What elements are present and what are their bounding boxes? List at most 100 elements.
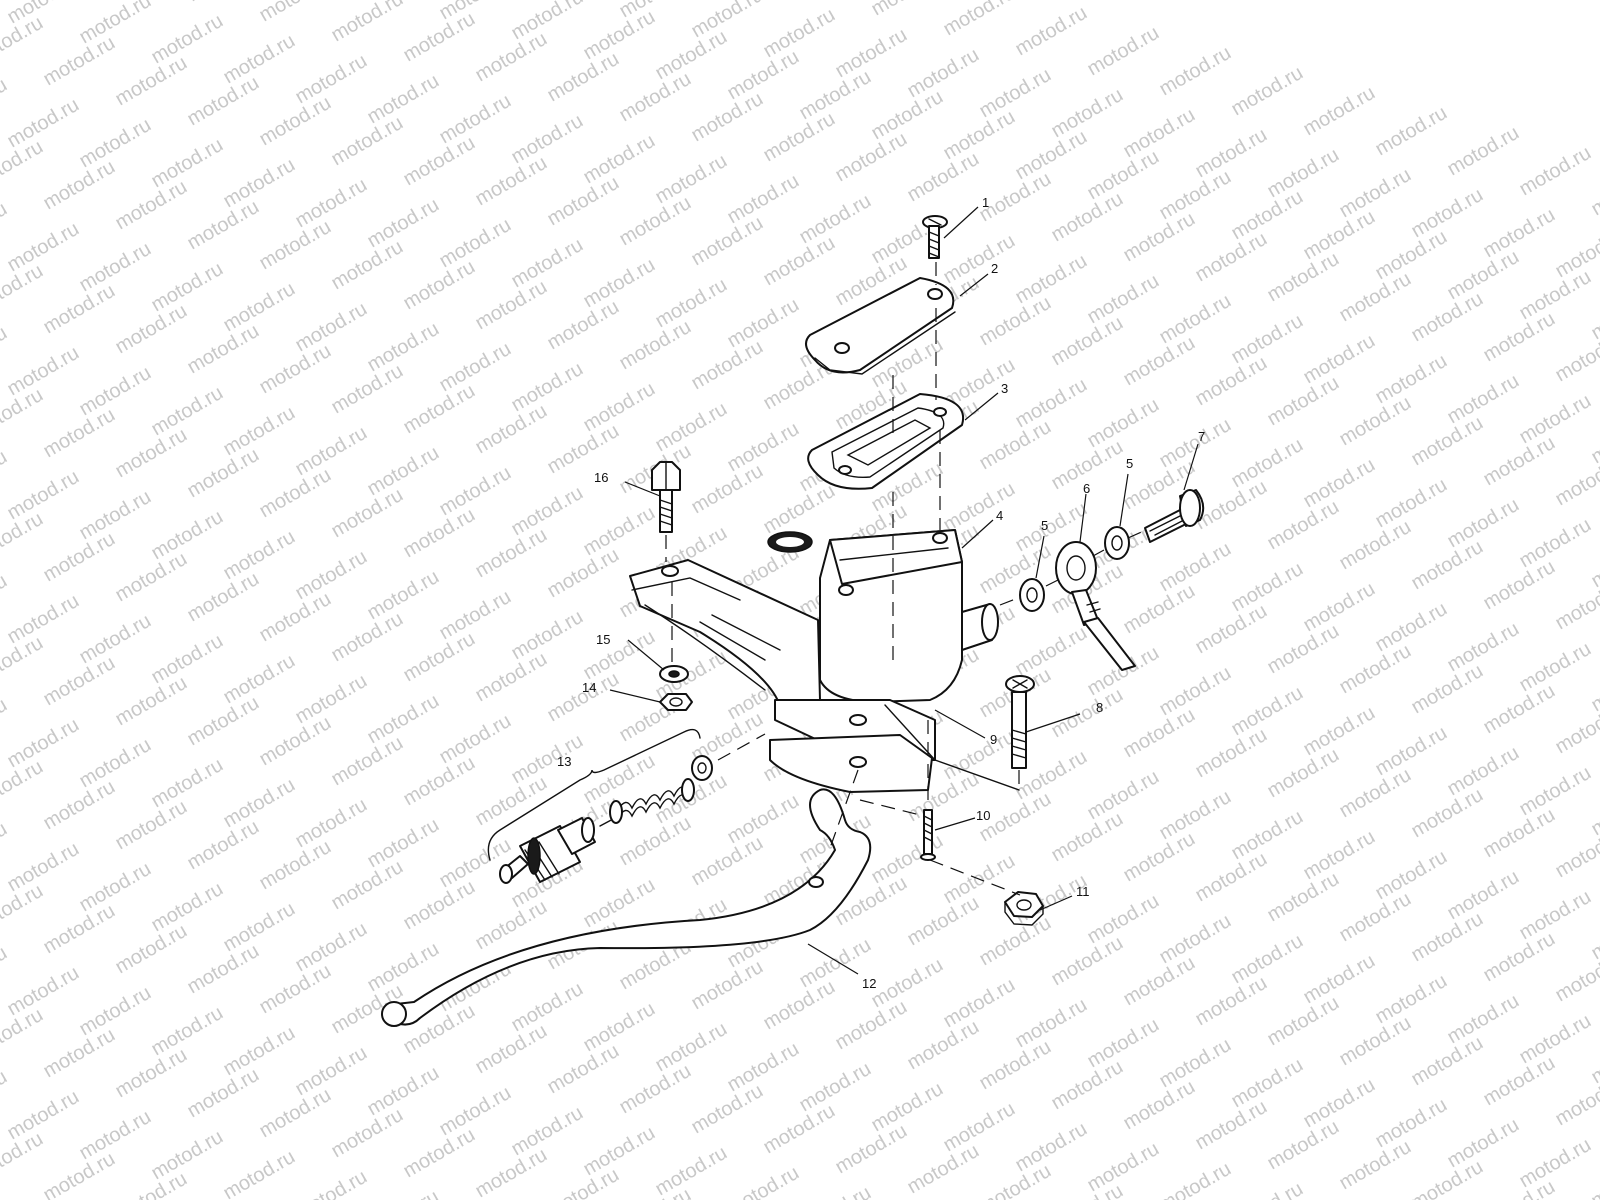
callout-10: 10	[976, 808, 990, 823]
watermark-text: motod.ru	[724, 790, 803, 849]
watermark-text: motod.ru	[1480, 928, 1559, 987]
watermark-text: motod.ru	[220, 154, 299, 213]
watermark-text: motod.ru	[1192, 600, 1271, 659]
watermark-text: motod.ru	[1264, 868, 1343, 927]
watermark-text: motod.ru	[976, 912, 1055, 971]
watermark-text: motod.ru	[616, 316, 695, 375]
watermark-text: motod.ru	[40, 900, 119, 959]
watermark-text: motod.ru	[1588, 1154, 1600, 1200]
watermark-text: motod.ru	[940, 478, 1019, 537]
watermark-text: motod.ru	[472, 400, 551, 459]
watermark-text: motod.ru	[1336, 164, 1415, 223]
watermark-text: motod.ru	[508, 978, 587, 1037]
watermark-text: motod.ru	[940, 106, 1019, 165]
watermark-text: motod.ru	[292, 1166, 371, 1200]
part-14-nut	[659, 693, 693, 711]
watermark-text: motod.ru	[976, 1036, 1055, 1095]
watermark-text: motod.ru	[904, 148, 983, 207]
watermark-text: motod.ru	[724, 1162, 803, 1200]
watermark-text: motod.ru	[472, 276, 551, 335]
watermark-text: motod.ru	[1408, 1032, 1487, 1091]
watermark-text: motod.ru	[1480, 804, 1559, 863]
watermark-text: motod.ru	[4, 342, 83, 401]
watermark-text: motod.ru	[76, 362, 155, 421]
watermark-text: motod.ru	[400, 8, 479, 67]
watermark-text: motod.ru	[0, 942, 11, 1001]
watermark-text: motod.ru	[184, 1064, 263, 1123]
watermark-text: motod.ru	[148, 1002, 227, 1061]
watermark-text: motod.ru	[436, 710, 515, 769]
watermark-text: motod.ru	[616, 68, 695, 127]
watermark-text: motod.ru	[40, 156, 119, 215]
watermark-text: motod.ru	[1552, 824, 1600, 883]
watermark-text: motod.ru	[400, 876, 479, 935]
watermark-text: motod.ru	[256, 960, 335, 1019]
watermark-text: motod.ru	[868, 954, 947, 1013]
watermark-text: motod.ru	[580, 378, 659, 437]
o-ring-hole	[776, 537, 804, 547]
watermark-text: motod.ru	[1012, 126, 1091, 185]
watermark-text: motod.ru	[1228, 62, 1307, 121]
watermark-text: motod.ru	[184, 196, 263, 255]
watermark-text: motod.ru	[868, 86, 947, 145]
part-5-washer-a	[1019, 578, 1045, 612]
watermark-text: motod.ru	[688, 832, 767, 891]
watermark-text: motod.ru	[976, 416, 1055, 475]
watermark-text: motod.ru	[472, 152, 551, 211]
watermark-text: motod.ru	[1084, 1014, 1163, 1073]
watermark-text: motod.ru	[184, 0, 263, 6]
callout-13: 13	[557, 754, 571, 769]
watermark-text: motod.ru	[1228, 930, 1307, 989]
watermark-text: motod.ru	[4, 590, 83, 649]
watermark-text: motod.ru	[1516, 514, 1595, 573]
watermark-text: motod.ru	[76, 858, 155, 917]
watermark-text: motod.ru	[364, 938, 443, 997]
watermark-text: motod.ru	[1408, 1156, 1487, 1200]
watermark-text: motod.ru	[292, 50, 371, 109]
watermark-text: motod.ru	[76, 610, 155, 669]
watermark-text: motod.ru	[976, 1160, 1055, 1200]
watermark-text: motod.ru	[724, 1038, 803, 1097]
watermark-text: motod.ru	[0, 136, 47, 195]
watermark-text: motod.ru	[1012, 250, 1091, 309]
watermark-text: motod.ru	[1408, 412, 1487, 471]
watermark-text: motod.ru	[1336, 392, 1415, 451]
part-1-cover-screw	[922, 215, 948, 259]
watermark-text: motod.ru	[0, 632, 47, 691]
watermark-text: motod.ru	[400, 380, 479, 439]
watermark-text: motod.ru	[1228, 682, 1307, 741]
watermark-text: motod.ru	[688, 0, 767, 42]
watermark-text: motod.ru	[1336, 640, 1415, 699]
watermark-text: motod.ru	[1408, 908, 1487, 967]
watermark-text: motod.ru	[1552, 700, 1600, 759]
watermark-text: motod.ru	[1516, 762, 1595, 821]
watermark-text: motod.ru	[76, 238, 155, 297]
watermark-text: motod.ru	[112, 672, 191, 731]
watermark-text: motod.ru	[796, 1182, 875, 1200]
watermark-text: motod.ru	[472, 28, 551, 87]
watermark-text: motod.ru	[364, 566, 443, 625]
part-8-long-bolt	[1005, 675, 1035, 769]
watermark-text: motod.ru	[1192, 972, 1271, 1031]
watermark-text: motod.ru	[4, 94, 83, 153]
watermark-text: motod.ru	[544, 420, 623, 479]
watermark-text: motod.ru	[76, 1106, 155, 1165]
watermark-text: motod.ru	[1300, 702, 1379, 761]
watermark-text: motod.ru	[4, 714, 83, 773]
watermark-text: motod.ru	[1048, 932, 1127, 991]
watermark-text: motod.ru	[112, 548, 191, 607]
watermark-text: motod.ru	[796, 66, 875, 125]
watermark-text: motod.ru	[508, 606, 587, 665]
watermark-text: motod.ru	[184, 940, 263, 999]
watermark-text: motod.ru	[4, 1086, 83, 1145]
watermark-text: motod.ru	[256, 0, 335, 26]
watermark-text: motod.ru	[1588, 286, 1600, 345]
watermark-text: motod.ru	[256, 836, 335, 895]
watermark-text: motod.ru	[148, 382, 227, 441]
watermark-text: motod.ru	[1264, 620, 1343, 679]
watermark-text: motod.ru	[256, 588, 335, 647]
watermark-text: motod.ru	[796, 190, 875, 249]
watermark-text: motod.ru	[0, 508, 47, 567]
watermark-text: motod.ru	[1012, 374, 1091, 433]
